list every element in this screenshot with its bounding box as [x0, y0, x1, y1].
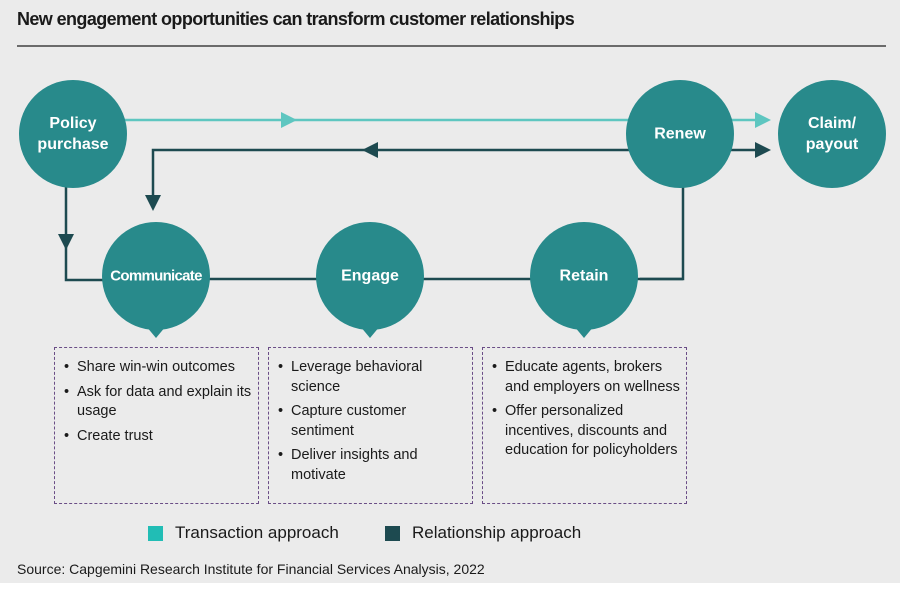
relationship-arrow-end — [755, 142, 771, 158]
engage-action-item: Deliver insights and motivate — [269, 446, 466, 485]
retain-action-item: Educate agents, brokers and employers on… — [483, 358, 680, 397]
node-retain — [530, 222, 638, 338]
relationship-flow-line-retain-to-renew — [640, 170, 685, 281]
node-renew — [626, 80, 734, 188]
transaction-arrow-mid — [281, 112, 297, 128]
communicate-action-item: Create trust — [55, 427, 252, 447]
node-label-claim-payout: Claim/ payout — [805, 115, 859, 153]
retain-actions-box: Educate agents, brokers and employers on… — [482, 347, 687, 504]
relationship-flow-line-renew-to-communicate — [151, 148, 640, 200]
legend-label-transaction: Transaction approach — [175, 523, 339, 542]
title-divider — [17, 45, 886, 47]
legend-swatch-transaction — [148, 525, 163, 541]
node-engage — [316, 222, 424, 338]
communicate-actions-box: Share win-win outcomes Ask for data and … — [54, 347, 259, 504]
transaction-arrow-end — [755, 112, 771, 128]
node-communicate — [102, 222, 210, 338]
retain-action-item: Offer personalized incentives, discounts… — [483, 402, 680, 461]
engage-action-item: Capture customer sentiment — [269, 402, 466, 441]
legend-relationship: Relationship approach — [385, 523, 581, 543]
legend-label-relationship: Relationship approach — [412, 523, 582, 542]
node-label-retain: Retain — [559, 267, 609, 285]
node-label-policy-purchase: Policy purchase — [37, 115, 109, 153]
figure-title: New engagement opportunities can transfo… — [17, 9, 575, 29]
node-label-communicate: Communicate — [110, 267, 202, 285]
engage-actions-box: Leverage behavioral science Capture cust… — [268, 347, 473, 504]
relationship-flow-line-policy-to-communicate — [64, 180, 120, 282]
legend-swatch-relationship — [385, 525, 400, 541]
source-note: Source: Capgemini Research Institute for… — [17, 561, 485, 577]
communicate-action-item: Ask for data and explain its usage — [55, 383, 252, 422]
engage-action-item: Leverage behavioral science — [269, 358, 466, 397]
node-claim-payout — [778, 80, 886, 188]
relationship-arrow-down-policy — [58, 234, 74, 250]
node-policy-purchase — [19, 80, 127, 188]
node-label-renew: Renew — [654, 125, 706, 143]
communicate-action-item: Share win-win outcomes — [55, 358, 252, 378]
legend-transaction: Transaction approach — [148, 523, 339, 543]
relationship-arrow-left — [362, 142, 378, 158]
relationship-arrow-down-communicate — [145, 195, 161, 211]
node-label-engage: Engage — [341, 267, 399, 285]
